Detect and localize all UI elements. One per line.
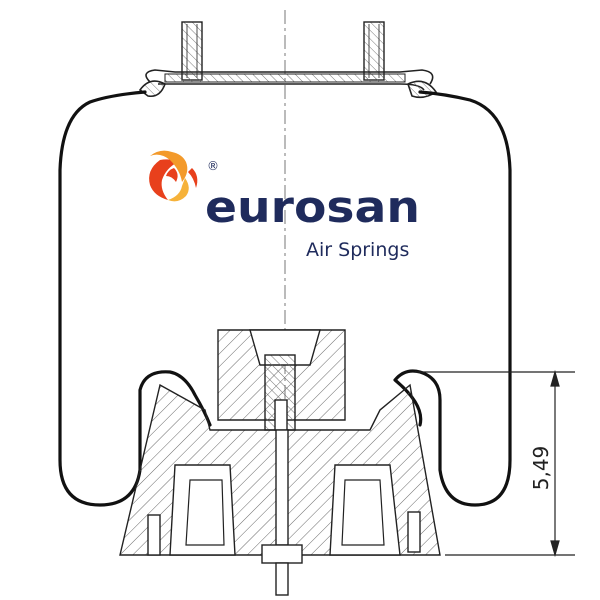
brand-name: eurosan xyxy=(205,182,420,233)
top-bead-plate xyxy=(138,69,438,99)
registered-mark: ® xyxy=(207,159,219,173)
dimension-label: 5,49 xyxy=(529,446,553,491)
flame-logo-icon xyxy=(149,150,198,202)
brand-tagline: Air Springs xyxy=(306,239,409,261)
center-boss xyxy=(217,329,346,431)
right-stud xyxy=(363,21,385,81)
bellow-outline xyxy=(58,90,512,507)
height-dimension xyxy=(415,369,575,558)
brand-logo: ® eurosan Air Springs xyxy=(149,150,420,261)
center-bolt xyxy=(261,429,303,596)
